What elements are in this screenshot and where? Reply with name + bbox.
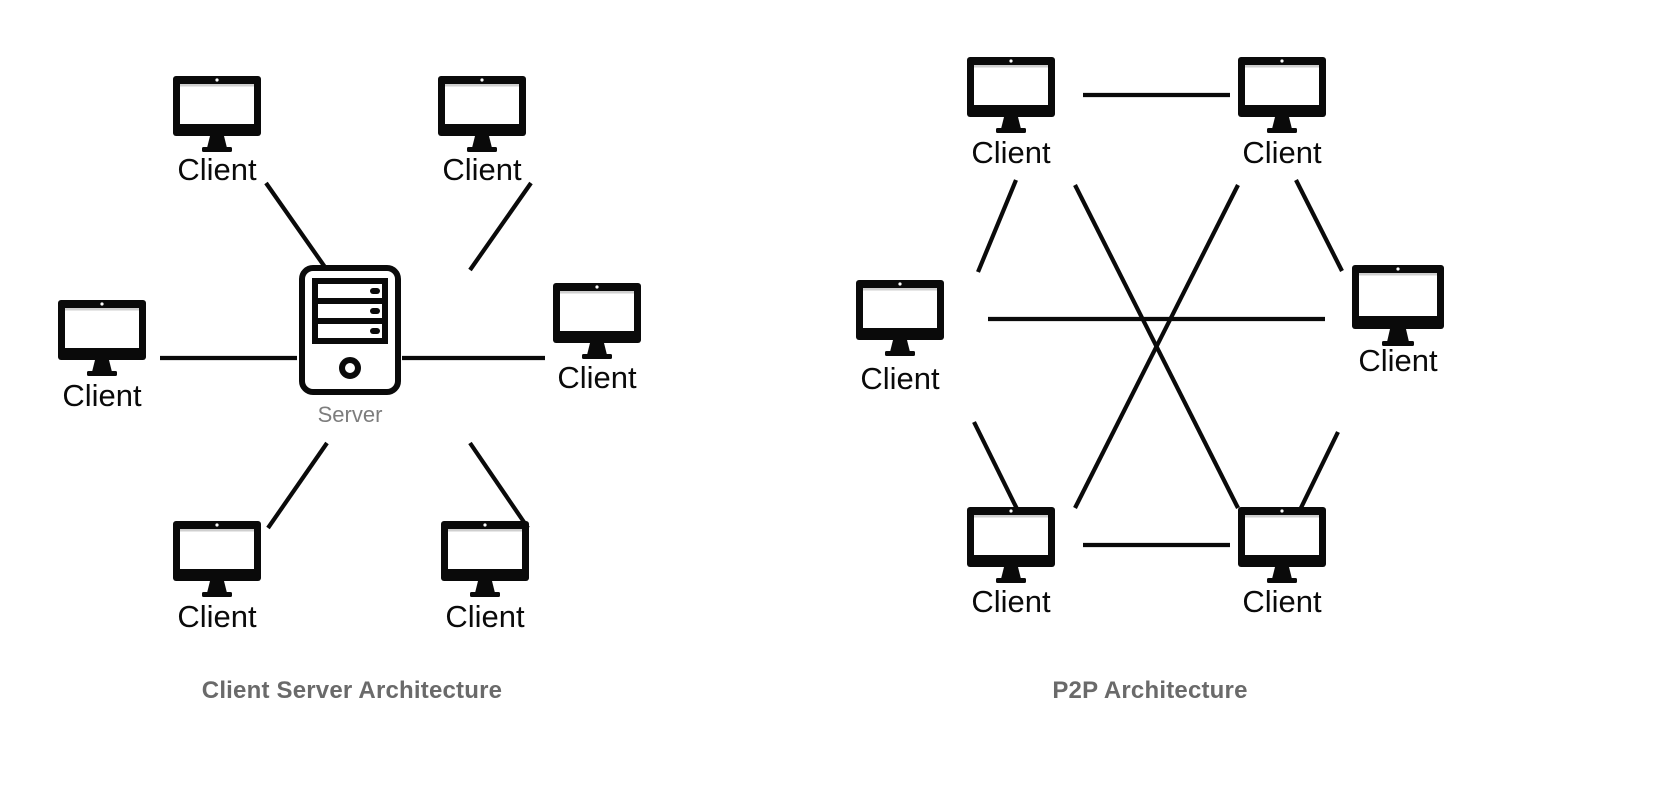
node-label: Client xyxy=(445,599,525,634)
edge-top-right-to-server xyxy=(468,181,533,272)
node-p2p-top-left[interactable]: Client xyxy=(967,57,1055,170)
monitor-icon xyxy=(438,76,526,152)
node-label: Client xyxy=(860,361,940,396)
monitor-icon xyxy=(173,76,261,152)
node-cs-bottom-left[interactable]: Client xyxy=(173,521,261,634)
p2p-panel: Client Client xyxy=(838,0,1676,788)
edge-top-left-to-left xyxy=(976,179,1018,273)
monitor-icon xyxy=(967,507,1055,583)
monitor-icon xyxy=(856,280,944,356)
node-label: Client xyxy=(62,378,142,413)
monitor-icon xyxy=(1238,57,1326,133)
node-label: Client xyxy=(1242,135,1322,170)
monitor-icon xyxy=(553,283,641,359)
monitor-icon xyxy=(1238,507,1326,583)
node-label: Client xyxy=(177,599,257,634)
node-label: Client xyxy=(557,360,637,395)
edge-right-to-bottom-right xyxy=(1295,431,1340,517)
edge-top-right-to-right xyxy=(1294,179,1344,272)
edge-bottom-left-to-server xyxy=(266,441,329,530)
node-label: Client xyxy=(971,135,1051,170)
node-label: Client xyxy=(971,584,1051,619)
monitor-icon xyxy=(1352,265,1444,346)
node-label: Client xyxy=(177,152,257,187)
p2p-diagram: Client Client xyxy=(856,57,1444,704)
node-label: Client xyxy=(442,152,522,187)
edge-top-left-to-server xyxy=(264,181,329,272)
monitor-icon xyxy=(173,521,261,597)
client-server-diagram: Client Client xyxy=(58,76,641,704)
node-p2p-top-right[interactable]: Client xyxy=(1238,57,1326,170)
edge-bottom-right-to-server xyxy=(468,441,530,530)
node-p2p-bottom-right[interactable]: Client xyxy=(1238,507,1326,619)
panel-caption: P2P Architecture xyxy=(1052,677,1247,704)
node-p2p-right[interactable]: Client xyxy=(1352,265,1444,378)
node-cs-top-right[interactable]: Client xyxy=(438,76,526,187)
edge-top-right-to-bottom-left xyxy=(1073,184,1240,509)
client-server-edges xyxy=(160,181,545,530)
monitor-icon xyxy=(441,521,529,597)
monitor-icon xyxy=(967,57,1055,133)
node-label: Client xyxy=(1242,584,1322,619)
server-label: Server xyxy=(318,402,383,427)
p2p-edges xyxy=(972,92,1344,548)
node-cs-bottom-right[interactable]: Client xyxy=(441,521,529,634)
node-cs-left[interactable]: Client xyxy=(58,300,146,413)
node-cs-right[interactable]: Client xyxy=(553,283,641,395)
node-p2p-bottom-left[interactable]: Client xyxy=(967,507,1055,619)
node-label: Client xyxy=(1358,343,1438,378)
node-cs-top-left[interactable]: Client xyxy=(173,76,261,187)
node-p2p-left[interactable]: Client xyxy=(856,280,944,396)
server-tower-icon xyxy=(299,265,401,395)
node-cs-server[interactable]: Server xyxy=(299,265,401,427)
edge-left-to-bottom-left xyxy=(972,421,1022,516)
monitor-icon xyxy=(58,300,146,376)
panel-caption: Client Server Architecture xyxy=(202,677,502,704)
client-server-panel: Client Client xyxy=(58,76,641,704)
